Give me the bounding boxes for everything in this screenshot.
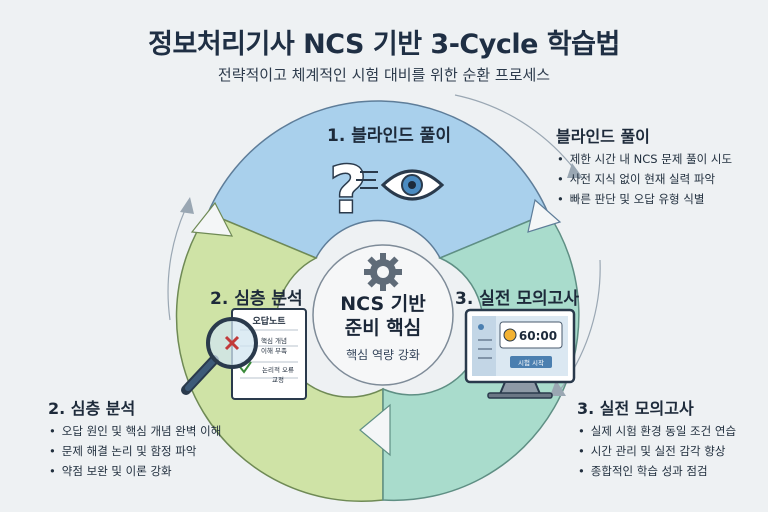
detail-list-mock: 실제 시험 환경 동일 조건 연습 시간 관리 및 실전 감각 향상 종합적인 … xyxy=(578,421,736,481)
outer-arc-left xyxy=(167,209,186,321)
note-line-3: 논리적 오류 xyxy=(262,365,294,374)
list-item: 실제 시험 환경 동일 조건 연습 xyxy=(578,421,736,441)
center-caption: 핵심 역량 강화 xyxy=(346,348,420,362)
gear-icon xyxy=(364,253,402,291)
question-mark-icon: ? xyxy=(329,154,366,228)
list-item: 약점 보완 및 이론 강화 xyxy=(49,461,221,481)
detail-list-blind: 제한 시간 내 NCS 문제 풀이 시도 사전 지식 없이 현재 실력 파악 빠… xyxy=(557,149,732,209)
arrow-analysis-to-blind xyxy=(190,201,234,237)
segment-blind xyxy=(207,100,549,259)
outer-arrow-right xyxy=(550,380,566,396)
detail-title-analysis: 2. 심층 분석 xyxy=(48,399,136,418)
center-text: NCS 기반 준비 핵심 핵심 역량 강화 xyxy=(318,244,448,363)
page-title: 정보처리기사 NCS 기반 3-Cycle 학습법 xyxy=(148,29,620,60)
note-line-4: 교정 xyxy=(272,375,284,384)
note-line-1: 핵심 개념 xyxy=(261,336,287,345)
list-item: 종합적인 학습 성과 점검 xyxy=(578,461,736,481)
list-item: 제한 시간 내 NCS 문제 풀이 시도 xyxy=(557,149,732,169)
list-item: 오답 원인 및 핵심 개념 완벽 이해 xyxy=(49,421,221,441)
segment-label-blind: 1. 블라인드 풀이 xyxy=(327,126,451,146)
detail-title-mock: 3. 실전 모의고사 xyxy=(577,399,694,418)
eye-icon xyxy=(356,169,445,201)
detail-title-blind: 블라인드 풀이 xyxy=(556,127,650,146)
list-item: 문제 해결 논리 및 함정 파악 xyxy=(49,441,221,461)
monitor-icon xyxy=(464,308,576,399)
timer-readout: 60:00 xyxy=(519,329,557,343)
list-item: 시간 관리 및 실전 감각 향상 xyxy=(578,441,736,461)
center-line-1: NCS 기반 xyxy=(340,293,426,315)
magnifier-icon xyxy=(181,317,258,395)
segment-label-mock: 3. 실전 모의고사 xyxy=(455,289,579,309)
segment-label-analysis: 2. 심층 분석 xyxy=(210,289,303,309)
outer-arrow-left xyxy=(180,197,194,214)
page-subtitle: 전략적이고 체계적인 시험 대비를 위한 순환 프로세스 xyxy=(217,66,551,84)
arrow-mock-to-analysis xyxy=(359,403,391,457)
arrow-blind-to-mock xyxy=(527,198,562,233)
timer-icon xyxy=(503,328,517,342)
detail-list-analysis: 오답 원인 및 핵심 개념 완벽 이해 문제 해결 논리 및 함정 파악 약점 … xyxy=(49,421,221,481)
center-hub xyxy=(312,244,454,386)
note-title: 오답노트 xyxy=(252,315,286,327)
start-exam-button: 시험 시작 xyxy=(518,358,544,367)
center-line-2: 준비 핵심 xyxy=(344,317,422,339)
note-line-2: 이해 부족 xyxy=(261,346,287,355)
list-item: 빠른 판단 및 오답 유형 식별 xyxy=(557,189,732,209)
list-item: 사전 지식 없이 현재 실력 파악 xyxy=(557,169,732,189)
